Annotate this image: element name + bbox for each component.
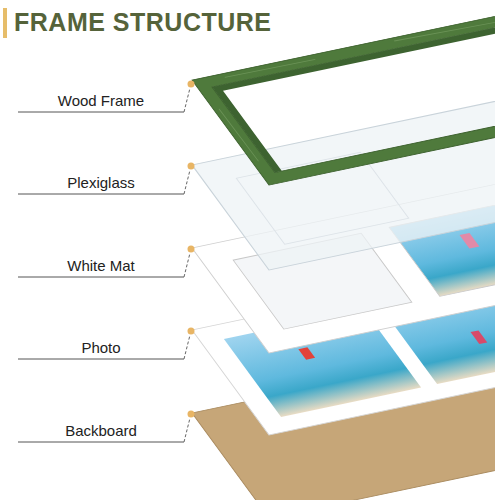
part-label: Wood Frame (18, 92, 184, 109)
leader-line (184, 88, 190, 112)
label-underline (18, 194, 184, 195)
label-underline (18, 112, 184, 113)
label-holder: Photo (18, 339, 184, 356)
title-holder: FRAME STRUCTURE (14, 8, 272, 37)
leader-line (184, 418, 190, 442)
part-label: Backboard (18, 422, 184, 439)
label-holder: Wood Frame (18, 92, 184, 109)
callout-dot (188, 246, 195, 253)
callout-dot (188, 163, 195, 170)
leader-line (184, 253, 190, 277)
title-bar (3, 8, 7, 38)
leader-line (184, 335, 190, 359)
callout-dot (188, 81, 195, 88)
callout-dot (188, 411, 195, 418)
label-underline (18, 277, 184, 278)
label-underline (18, 359, 184, 360)
part-label: White Mat (18, 257, 184, 274)
callout-dot (188, 328, 195, 335)
leader-line (184, 170, 190, 194)
title: FRAME STRUCTURE (14, 8, 272, 37)
label-holder: White Mat (18, 257, 184, 274)
label-holder: Plexiglass (18, 174, 184, 191)
part-label: Photo (18, 339, 184, 356)
part-label: Plexiglass (18, 174, 184, 191)
label-underline (18, 442, 184, 443)
label-holder: Backboard (18, 422, 184, 439)
